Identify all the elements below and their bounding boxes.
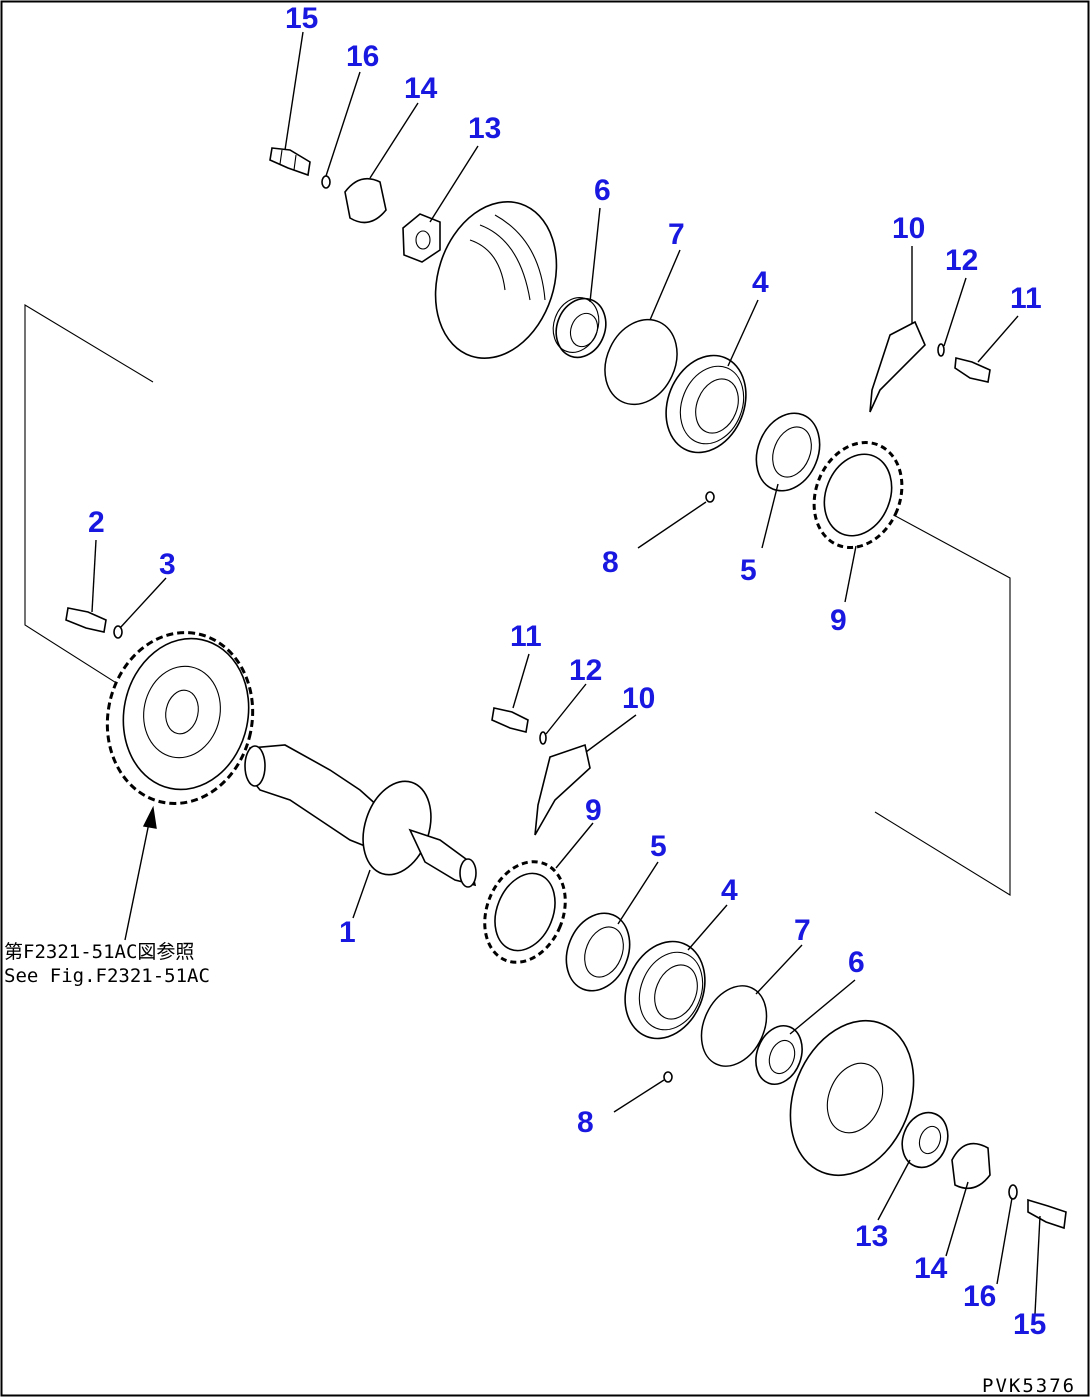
upper-lock-bolt-part: [954, 356, 991, 383]
reference-note-english: See Fig.F2321-51AC: [4, 965, 210, 987]
callout-left-2: 2: [88, 506, 105, 539]
callout-lower-15: 15: [1013, 1308, 1046, 1341]
lower-seal-part: [624, 940, 706, 1040]
callout-upper-9: 9: [830, 604, 847, 637]
callout-lower-14: 14: [914, 1252, 948, 1285]
callout-upper-8: 8: [602, 546, 619, 579]
callout-upper-13: 13: [468, 112, 501, 145]
upper-cover-part: [344, 177, 387, 224]
lower-cover-part: [951, 1142, 991, 1190]
callout-mid-10: 10: [622, 682, 655, 715]
upper-cover-disk: [434, 201, 558, 359]
callout-mid-9: 9: [585, 794, 602, 827]
callout-upper-5: 5: [740, 554, 757, 587]
lower-lock-ring-part: [483, 860, 567, 964]
callout-lower-6: 6: [848, 946, 865, 979]
callout-upper-11: 11: [1010, 282, 1042, 315]
upper-bearing-part: [552, 297, 607, 359]
callout-upper-14: 14: [404, 72, 438, 105]
upper-pin-part: [705, 491, 715, 503]
callout-shaft-1: 1: [339, 916, 356, 949]
upper-o-ring-part: [604, 318, 678, 406]
bevel-gear-part: [105, 631, 255, 805]
callout-lower-16: 16: [963, 1280, 996, 1313]
perspective-plane: [24, 304, 1011, 896]
upper-lock-washer-part: [937, 343, 945, 357]
callout-upper-15: 15: [285, 2, 318, 35]
lower-bolt-part: [1027, 1198, 1067, 1230]
callout-upper-10: 10: [892, 212, 925, 245]
lower-o-ring-part: [700, 985, 768, 1067]
callout-lower-7: 7: [794, 914, 811, 947]
callout-upper-7: 7: [668, 218, 685, 251]
upper-lock-plate-part: [869, 320, 926, 413]
callout-upper-6: 6: [594, 174, 611, 207]
callout-left-3: 3: [159, 548, 176, 581]
reference-arrow: [124, 805, 157, 941]
lower-pin-part: [663, 1071, 673, 1083]
callout-lower-8: 8: [577, 1106, 594, 1139]
callout-numbers: 15 16 14 13 6 7 4 10 12 11 8 5 9 2 3 11 …: [88, 2, 1046, 1341]
callout-lower-13: 13: [855, 1220, 888, 1253]
lower-cone-bearing-part: [565, 912, 631, 992]
lower-nut-part: [901, 1111, 949, 1169]
left-bolt-part: [65, 607, 107, 633]
callout-mid-12: 12: [569, 654, 602, 687]
mid-lock-bolt-part: [491, 707, 529, 733]
shaft-part: [244, 744, 477, 888]
upper-lock-ring-part: [812, 441, 904, 549]
callout-upper-12: 12: [945, 244, 978, 277]
upper-washer-part: [321, 175, 331, 189]
left-washer-part: [113, 625, 123, 639]
leader-lines: [91, 31, 1041, 1315]
mid-lock-plate-part: [534, 743, 591, 836]
mid-lock-washer-part: [539, 731, 547, 745]
upper-cone-bearing-part: [755, 412, 821, 492]
callout-lower-4: 4: [721, 874, 738, 907]
callout-upper-4: 4: [752, 266, 769, 299]
callout-mid-11: 11: [510, 620, 542, 653]
callout-upper-16: 16: [346, 40, 379, 73]
lower-washer-part: [1008, 1184, 1018, 1200]
lower-cover-disk: [789, 1019, 915, 1177]
upper-seal-part: [665, 354, 747, 454]
upper-nut-part: [402, 213, 441, 263]
figure-code: PVK5376: [982, 1375, 1076, 1397]
callout-lower-5: 5: [650, 830, 667, 863]
upper-bolt-part: [269, 147, 311, 177]
lower-bearing-part: [755, 1025, 803, 1085]
reference-note-japanese: 第F2321-51AC図参照: [4, 941, 194, 963]
